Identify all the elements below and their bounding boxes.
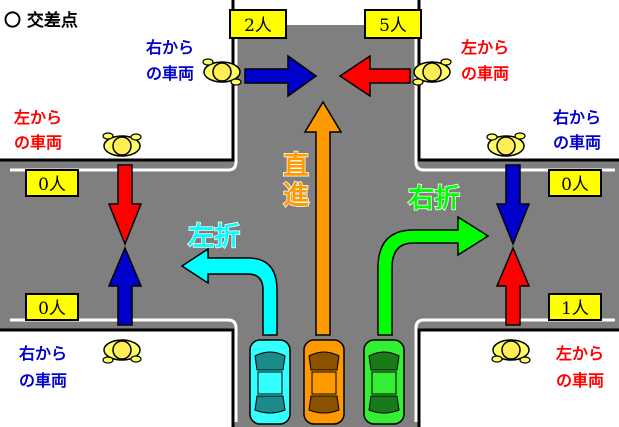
counter-right-bottom: 1人 xyxy=(548,293,602,321)
pedestrian-icon xyxy=(102,132,142,157)
counter-left-bottom-text: 0人 xyxy=(38,299,66,319)
counter-left-bottom: 0人 xyxy=(25,293,79,321)
arrow-left-from-left xyxy=(107,164,143,247)
pedestrian-icon xyxy=(486,132,526,157)
counter-top-left-text: 2人 xyxy=(244,16,272,36)
label-straight-line1: 直 xyxy=(283,151,309,181)
car-icon xyxy=(303,339,345,425)
label-top-left: 右から の車両 xyxy=(146,38,194,83)
label-top-right-line2: の車両 xyxy=(461,64,509,83)
counter-left-top-text: 0人 xyxy=(38,175,66,195)
label-right-turn: 右折 xyxy=(408,184,460,214)
counter-left-top: 0人 xyxy=(25,169,79,197)
arrow-top-from-left xyxy=(338,54,411,98)
label-left-top: 左から の車両 xyxy=(13,108,62,152)
label-left-bottom-line1: 右から xyxy=(19,344,67,363)
counter-right-top-text: 0人 xyxy=(561,175,589,195)
label-right-bottom-line1: 左から xyxy=(555,344,604,363)
title: 〇 交差点 xyxy=(4,10,78,31)
arrow-left-from-right xyxy=(107,246,143,326)
pedestrian-icon xyxy=(491,339,531,364)
pedestrian-icon xyxy=(412,58,452,86)
arrow-top-from-right xyxy=(244,54,318,98)
arrow-straight xyxy=(303,100,343,336)
arrow-right-turn xyxy=(377,215,490,336)
label-right-top: 右から の車両 xyxy=(553,108,601,152)
label-left-top-line1: 左から xyxy=(13,108,62,127)
car-icon xyxy=(363,339,405,425)
arrow-left-turn xyxy=(180,247,278,336)
counter-top-right-text: 5人 xyxy=(379,16,407,36)
label-left-bottom: 右から の車両 xyxy=(19,344,67,390)
label-top-right-line1: 左から xyxy=(460,38,509,57)
label-right-bottom-line2: の車両 xyxy=(556,371,604,390)
arrow-right-from-left xyxy=(495,246,531,326)
label-top-left-line2: の車両 xyxy=(146,64,194,83)
label-top-left-line1: 右から xyxy=(146,38,194,57)
label-left-top-line2: の車両 xyxy=(14,133,62,152)
label-left-bottom-line2: の車両 xyxy=(19,371,67,390)
pedestrian-icon xyxy=(202,58,242,86)
label-straight-line2: 進 xyxy=(283,181,309,211)
label-right-bottom: 左から の車両 xyxy=(555,344,604,390)
counter-top-left: 2人 xyxy=(229,9,287,39)
label-right-top-line2: の車両 xyxy=(553,133,601,152)
label-right-top-line1: 右から xyxy=(553,108,601,127)
counter-right-bottom-text: 1人 xyxy=(561,299,589,319)
counter-top-right: 5人 xyxy=(364,9,422,39)
pedestrian-icon xyxy=(102,339,142,364)
counter-right-top: 0人 xyxy=(548,169,602,197)
label-top-right: 左から の車両 xyxy=(460,38,509,83)
car-icon xyxy=(249,339,291,425)
arrow-right-from-right xyxy=(495,164,531,247)
label-left-turn: 左折 xyxy=(188,222,240,252)
